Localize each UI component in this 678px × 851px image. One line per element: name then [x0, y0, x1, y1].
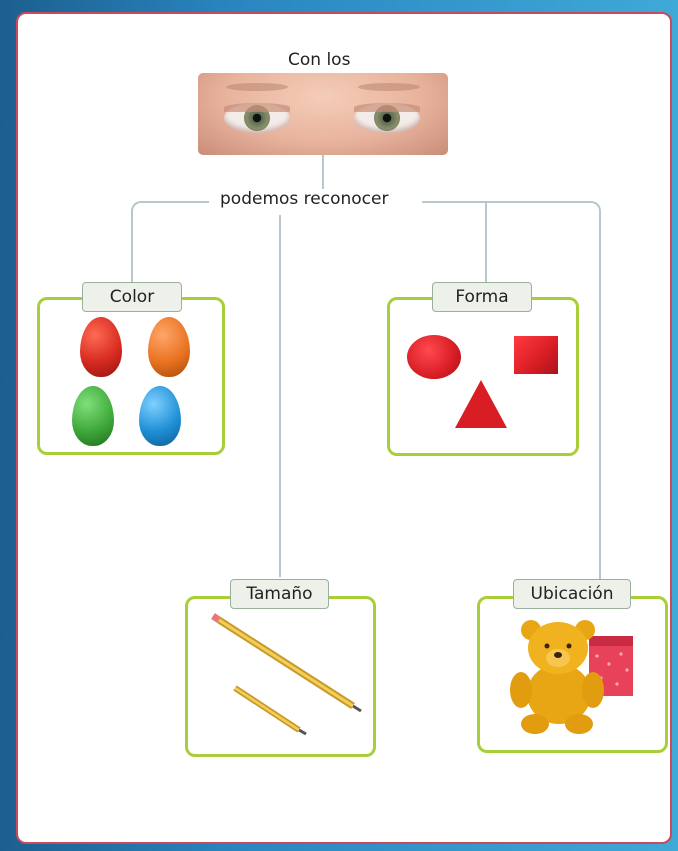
forma-tag: Forma — [432, 282, 532, 312]
connector-eyes-down — [322, 155, 324, 189]
eye-right — [354, 103, 420, 133]
teddy-bear-image — [497, 612, 647, 742]
connector-left-arm — [131, 201, 209, 287]
egg-blue — [139, 386, 181, 446]
brow-left — [226, 83, 288, 91]
pencils-image — [195, 610, 370, 750]
connector-tamano — [279, 215, 281, 577]
egg-orange — [148, 317, 190, 377]
connector-forma — [485, 201, 487, 284]
center-label: podemos reconocer — [216, 189, 392, 209]
color-tag: Color — [82, 282, 182, 312]
egg-green — [72, 386, 114, 446]
long-pencil — [213, 616, 361, 711]
tamano-tag: Tamaño — [230, 579, 329, 609]
red-square-shape — [514, 336, 558, 374]
eyes-image — [198, 73, 448, 155]
title-prefix: Con los — [288, 50, 350, 70]
egg-red — [80, 317, 122, 377]
short-pencil — [235, 688, 306, 734]
forma-box — [387, 297, 579, 456]
color-box — [37, 297, 225, 455]
teddy-bear — [510, 620, 604, 734]
brow-right — [358, 83, 420, 91]
red-circle-shape — [407, 335, 461, 379]
ubicacion-tag: Ubicación — [513, 579, 631, 609]
eye-left — [224, 103, 290, 133]
red-triangle-shape — [455, 380, 507, 428]
